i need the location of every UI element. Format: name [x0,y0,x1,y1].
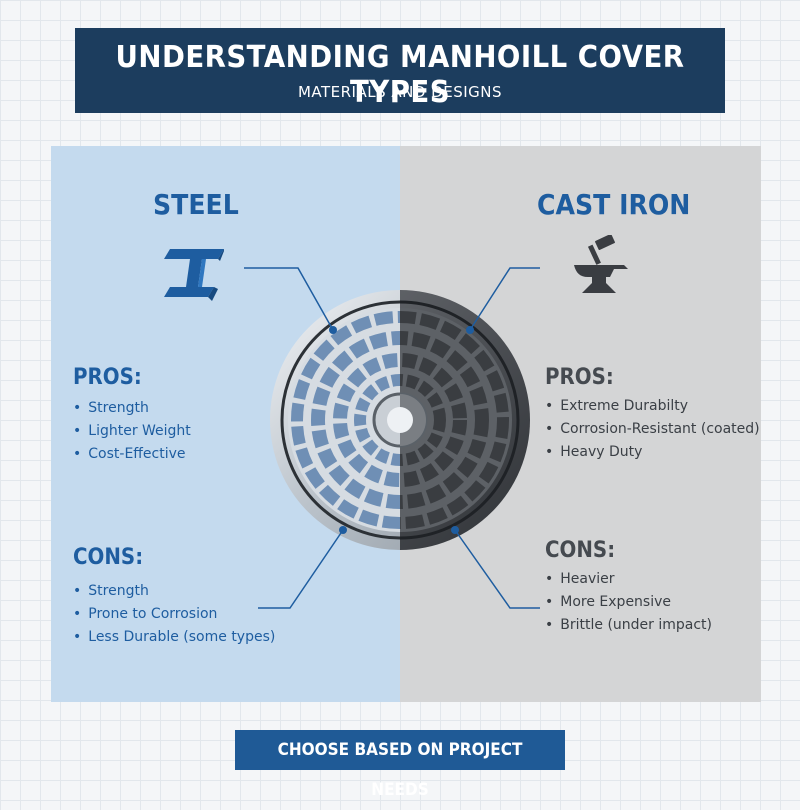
list-item: Strength [73,397,191,420]
anvil-hammer-icon [574,235,628,293]
page-title: UNDERSTANDING MANHOILL COVER TYPES [115,40,685,110]
steel-cons-title: CONS: [73,545,144,570]
list-item: Less Durable (some types) [73,626,275,649]
cast-iron-title: CAST IRON [537,188,691,221]
list-item: Brittle (under impact) [545,614,712,637]
page-subtitle: MATERIALS AND DESIGNS [297,83,503,101]
list-item: Extreme Durabilty [545,395,760,418]
steel-pros-list: Strength Lighter Weight Cost-Effective [73,397,191,466]
footer-banner: CHOOSE BASED ON PROJECT NEEDS [235,730,565,800]
cast-iron-pros-title: PROS: [545,365,614,390]
list-item: Heavier [545,568,712,591]
cast-iron-pros-list: Extreme Durabilty Corrosion-Resistant (c… [545,395,760,464]
list-item: Strength [73,580,275,603]
cast-iron-cons-list: Heavier More Expensive Brittle (under im… [545,568,712,637]
steel-beam-icon [164,249,224,301]
title-banner: UNDERSTANDING MANHOILL COVER TYPES MATER… [75,28,725,113]
list-item: Corrosion-Resistant (coated) [545,418,759,441]
list-item: Lighter Weight [73,420,191,443]
steel-cons-list: Strength Prone to Corrosion Less Durable… [73,580,275,649]
list-item: Cost-Effective [73,443,191,466]
list-item: More Expensive [545,591,712,614]
list-item: Heavy Duty [545,441,760,464]
steel-pros-title: PROS: [73,365,142,390]
footer-label: CHOOSE BASED ON PROJECT NEEDS [277,740,523,800]
steel-title: STEEL [153,188,239,221]
cast-iron-cons-title: CONS: [545,538,616,563]
list-item: Prone to Corrosion [73,603,275,626]
